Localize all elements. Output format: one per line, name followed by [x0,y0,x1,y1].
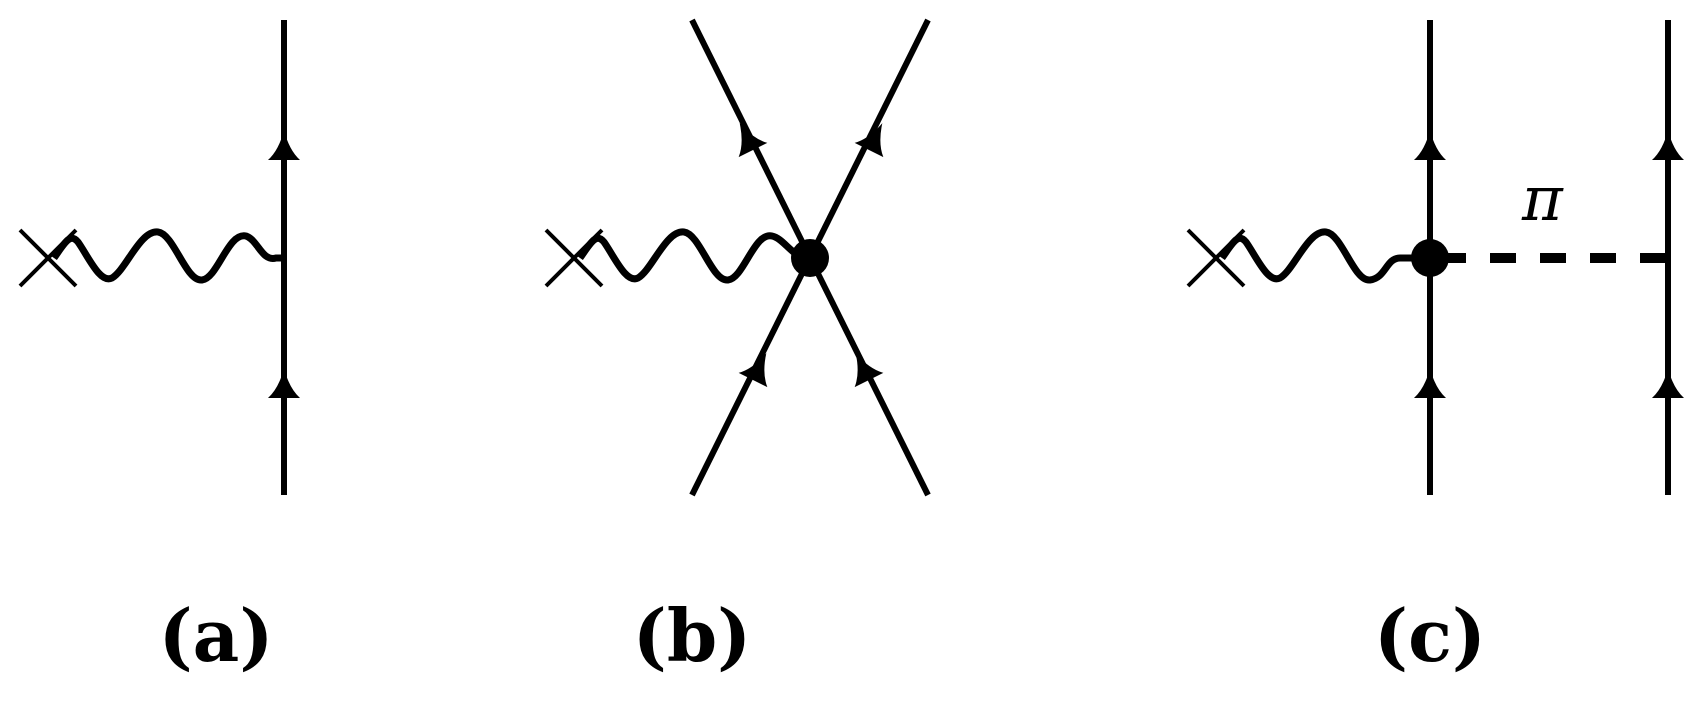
fermion-arrow-right-upper [1652,130,1684,160]
fermion-arrow-left-upper [1414,130,1446,160]
contact-vertex-dot [791,239,829,277]
fermion-arrow-upper [268,130,300,160]
panel-b [544,18,931,497]
panel-a [18,20,300,495]
fermion-arrow-right-lower [1652,368,1684,398]
pion-vertex-dot [1411,239,1449,277]
fermion-arrow-left-lower [1414,368,1446,398]
fermion-arrow-lower-right [841,346,884,388]
fermion-arrow-lower [268,368,300,398]
caption-b: (b) [632,593,752,678]
panel-c: π [1186,20,1684,495]
photon-line [1219,228,1430,284]
photon-line [577,228,811,284]
pion-label: π [1521,162,1564,235]
caption-c: (c) [1374,593,1486,678]
caption-a: (a) [158,593,274,678]
photon-line [51,228,284,284]
fermion-arrow-upper-left [725,116,768,158]
